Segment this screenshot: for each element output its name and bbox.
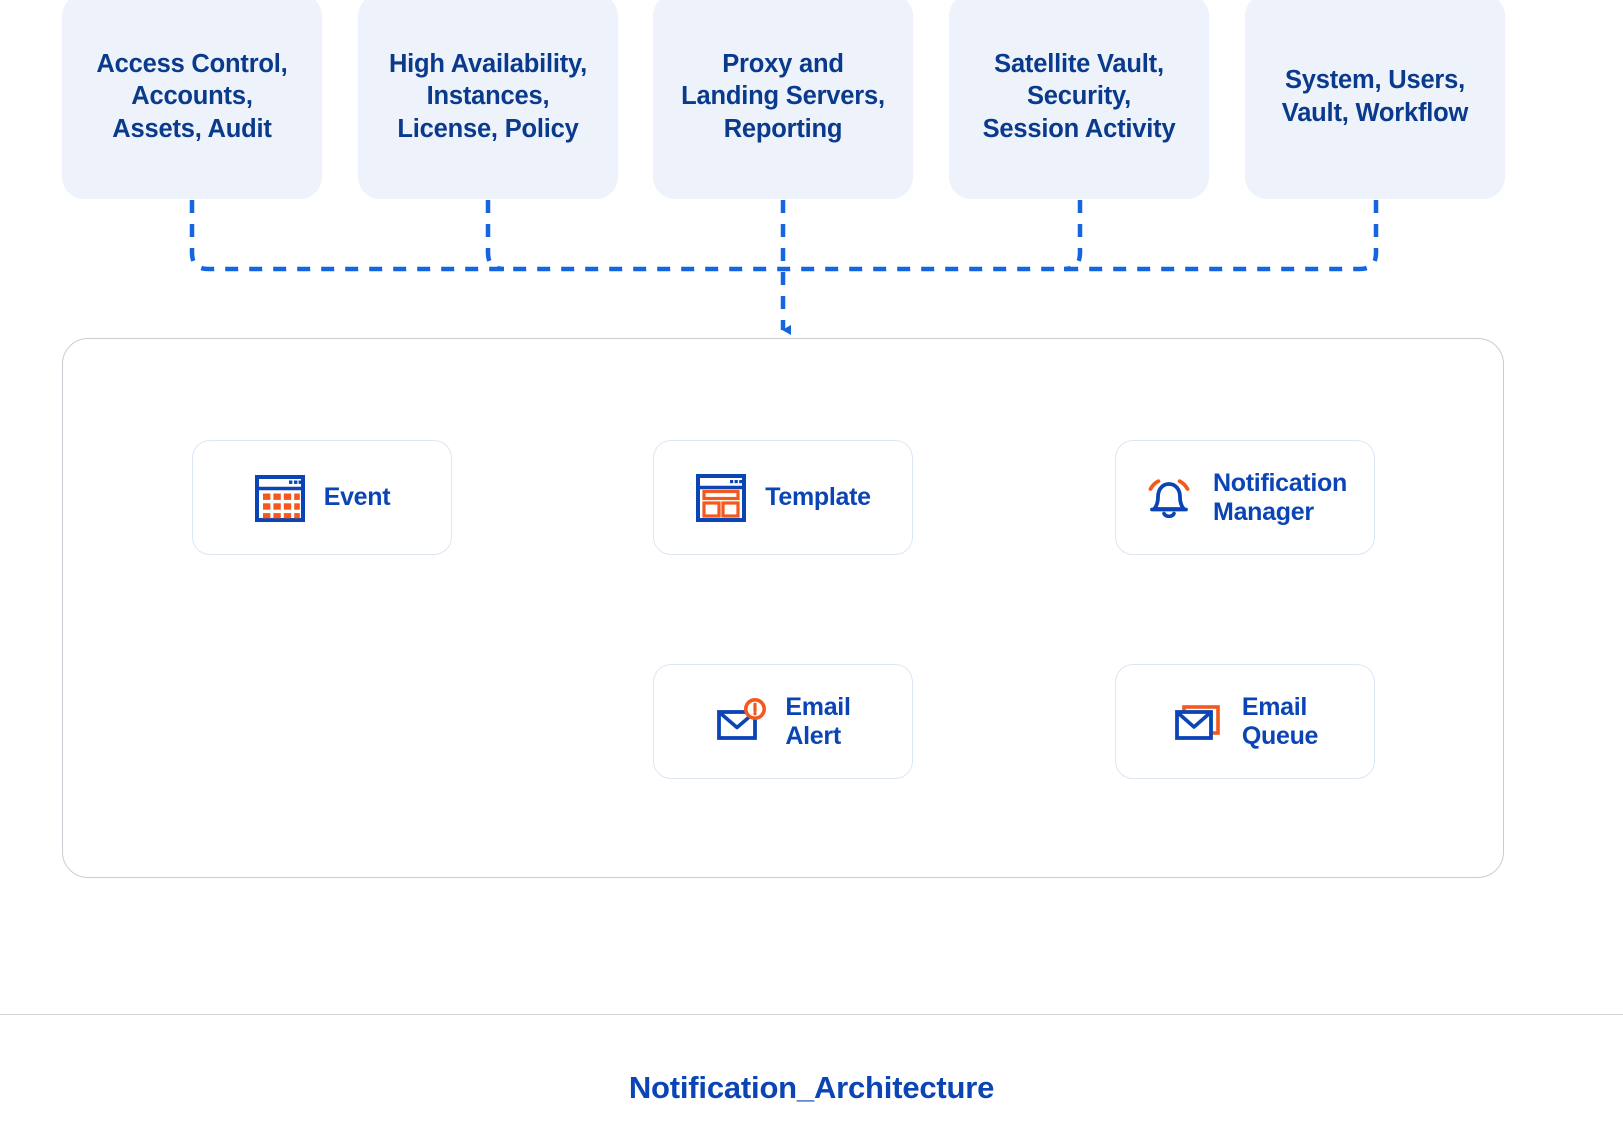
- connector-high-availability: [485, 200, 505, 272]
- node-label-event: Event: [323, 483, 391, 511]
- node-email-queue[interactable]: Email Queue: [1115, 664, 1375, 779]
- source-label-satellite-vault: Satellite Vault, Security, Session Activ…: [982, 49, 1176, 143]
- email-queue-icon: [1174, 704, 1220, 740]
- node-label-email-alert: Email Alert: [785, 692, 851, 750]
- source-box-system-users[interactable]: System, Users, Vault, Workflow: [1245, 0, 1505, 199]
- source-box-high-availability[interactable]: High Availability, Instances, License, P…: [358, 0, 618, 199]
- source-label-system-users: System, Users, Vault, Workflow: [1281, 65, 1469, 127]
- node-email-alert[interactable]: Email Alert: [653, 664, 913, 779]
- bell-icon: [1148, 478, 1190, 518]
- node-template[interactable]: Template: [653, 440, 913, 555]
- connector-system-users: [1359, 200, 1379, 272]
- connector-satellite-vault: [1063, 200, 1083, 272]
- figure-caption: Notification_Architecture: [628, 1070, 995, 1105]
- footer-divider: [0, 1014, 1623, 1015]
- source-label-access-control: Access Control, Accounts, Assets, Audit: [96, 49, 288, 143]
- connector-access-control: [189, 200, 1360, 272]
- node-notification-manager[interactable]: Notification Manager: [1115, 440, 1375, 555]
- node-label-notification-manager: Notification Manager: [1213, 468, 1347, 526]
- calendar-icon: [254, 474, 305, 522]
- source-label-proxy-landing-servers: Proxy and Landing Servers, Reporting: [681, 49, 885, 143]
- node-event[interactable]: Event: [192, 440, 452, 555]
- source-box-access-control[interactable]: Access Control, Accounts, Assets, Audit: [62, 0, 322, 199]
- email-alert-icon: [717, 697, 767, 740]
- source-box-proxy-landing-servers[interactable]: Proxy and Landing Servers, Reporting: [653, 0, 913, 199]
- source-label-high-availability: High Availability, Instances, License, P…: [388, 49, 588, 143]
- node-label-email-queue: Email Queue: [1241, 692, 1319, 750]
- notification-container: [62, 338, 1504, 878]
- source-box-satellite-vault[interactable]: Satellite Vault, Security, Session Activ…: [949, 0, 1209, 199]
- node-label-template: Template: [765, 483, 871, 511]
- source-bus-connectors: [189, 200, 1379, 272]
- browser-template-icon: [696, 473, 747, 522]
